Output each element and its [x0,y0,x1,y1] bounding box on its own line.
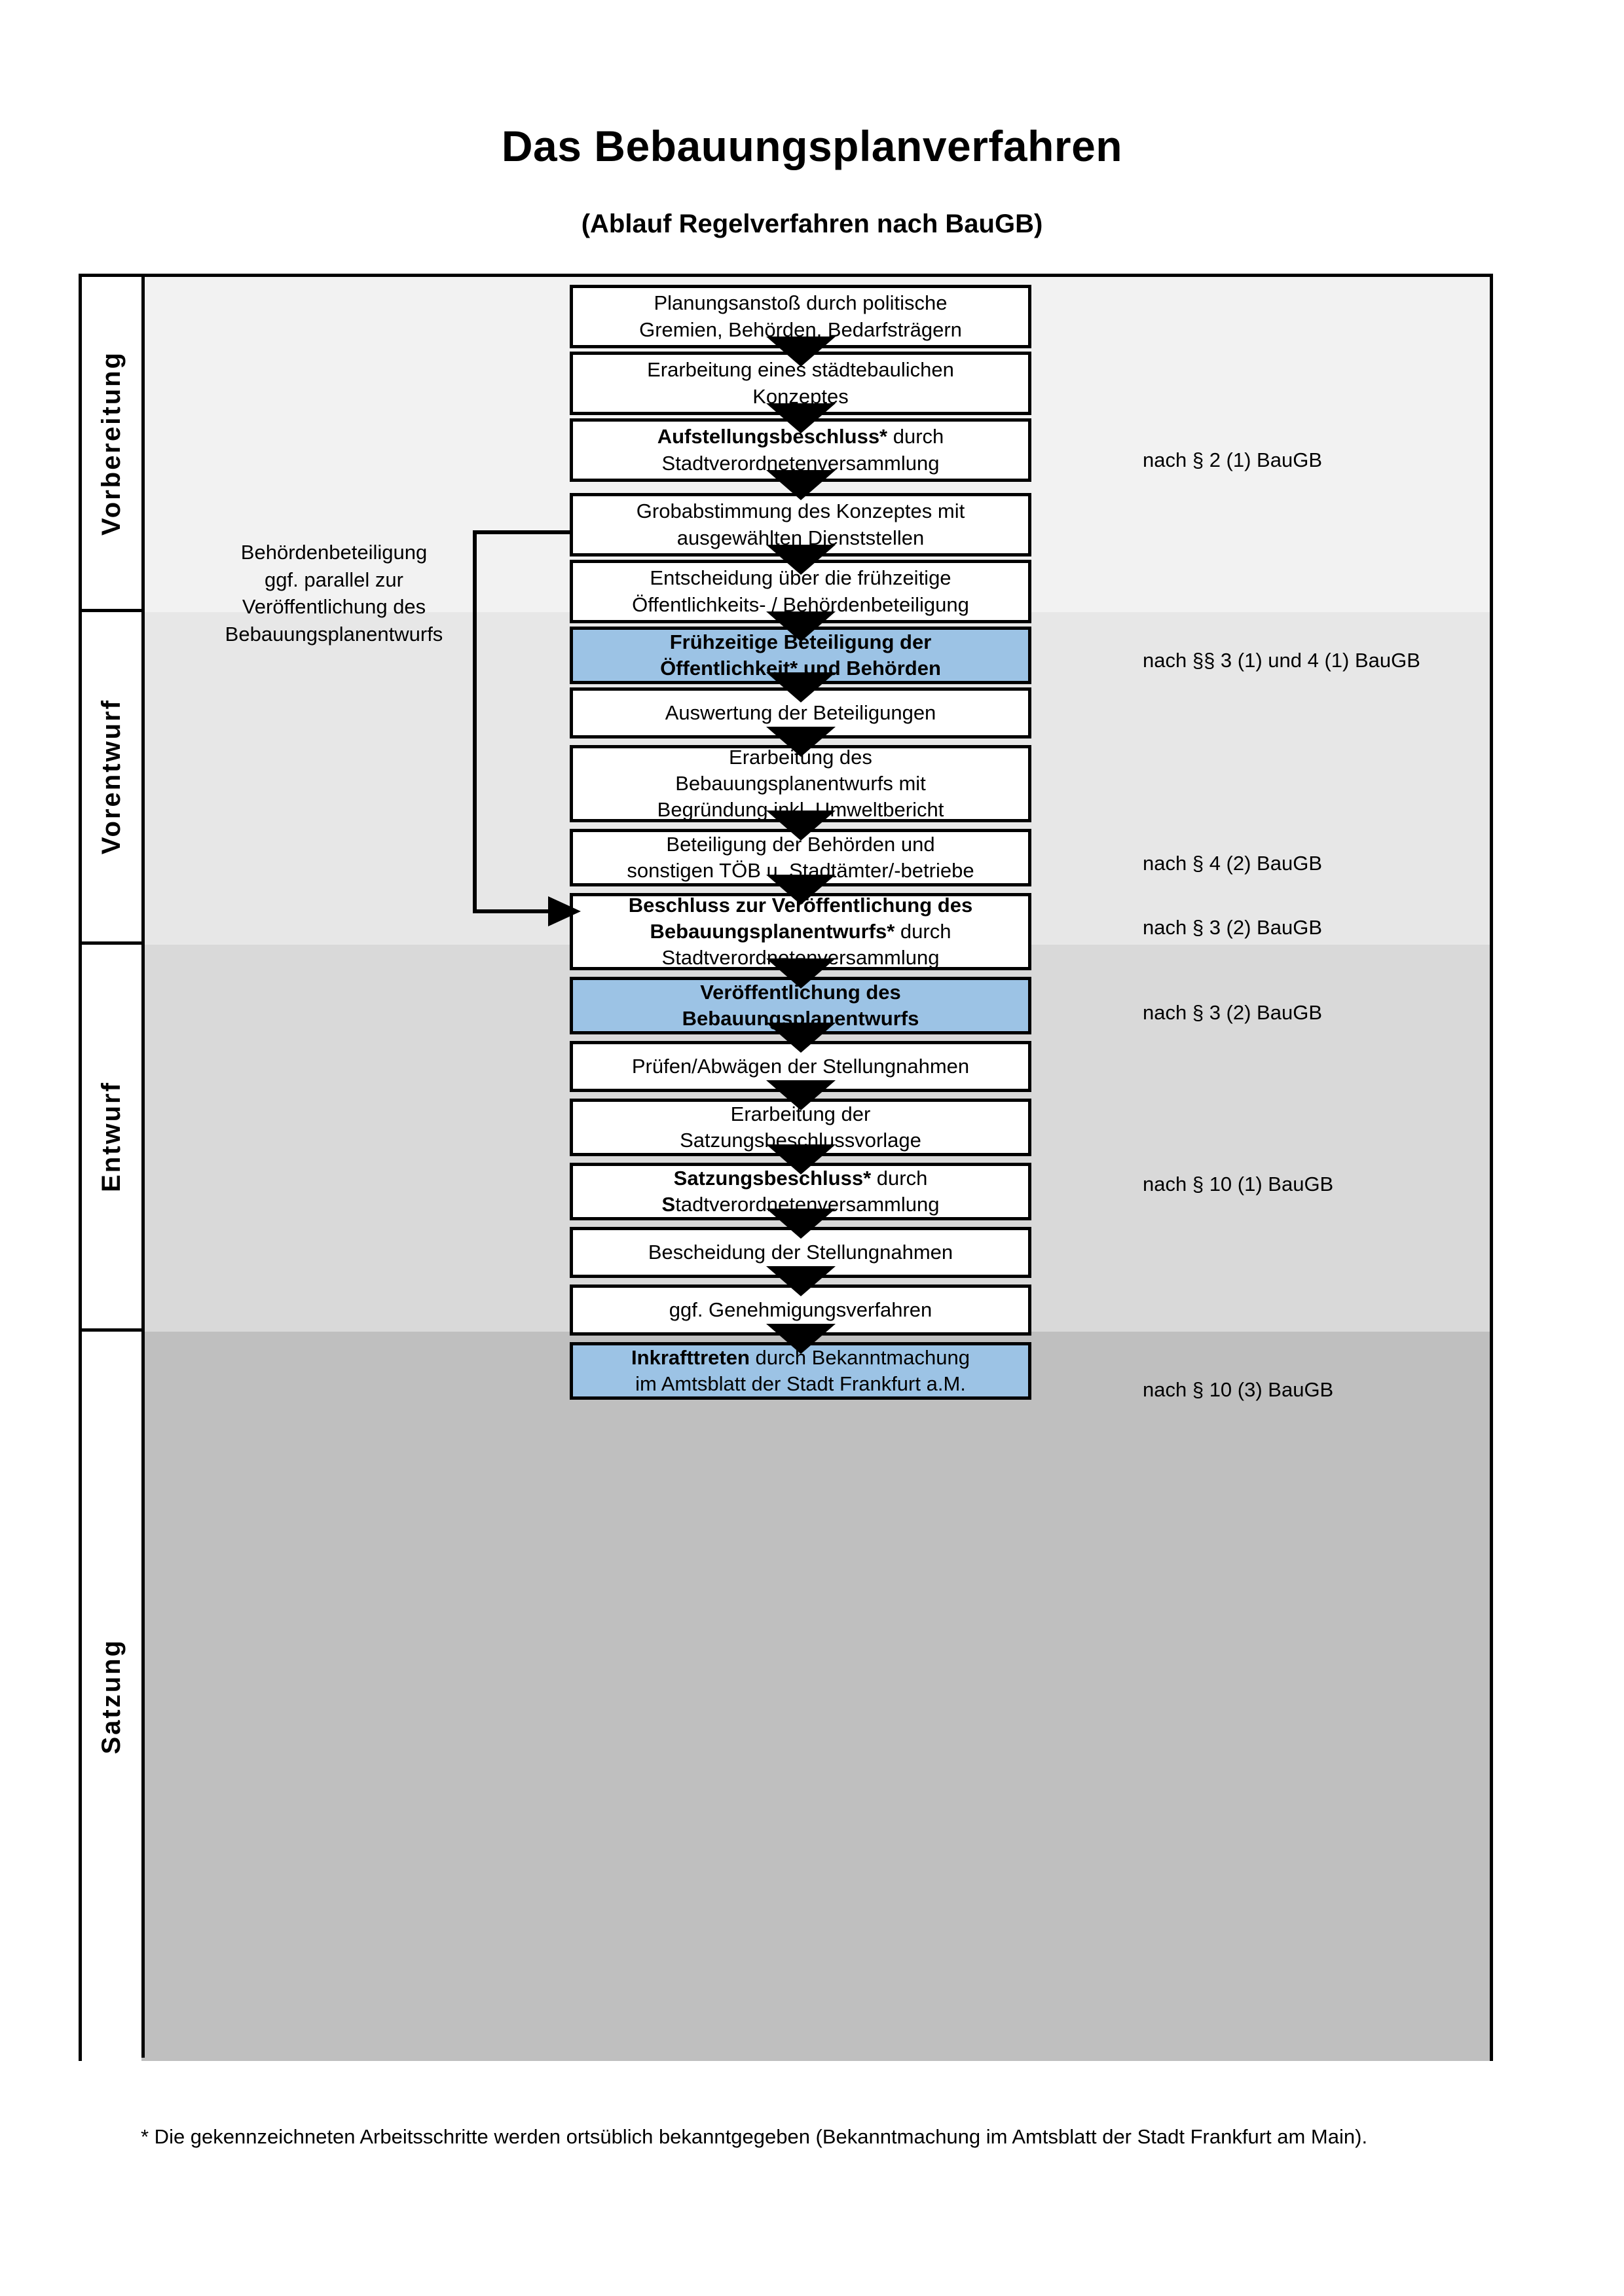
legal-reference-ref-par2-1: nach § 2 (1) BauGB [1143,448,1322,471]
step-line: Grobabstimmung des Konzeptes mit [636,500,965,523]
step-line: Auswertung der Beteiligungen [665,701,936,724]
step-line: Satzungsbeschluss* durch [673,1166,928,1190]
side-annotation-line: Bebauungsplanentwurfs [225,622,443,646]
step-line: Bebauungsplanentwurfs mit [675,771,926,795]
step-box-inkrafttreten[interactable]: Inkrafttreten durch Bekanntmachung im Amt… [570,1342,1031,1400]
phase-label-vorbereitung: Vorbereitung [82,277,141,612]
step-line: Prüfen/Abwägen der Stellungnahmen [631,1054,970,1078]
step-text: Inkrafttreten durch Bekanntmachung im Amt… [625,1345,976,1398]
phase-label-text: Entwurf [97,1081,126,1192]
step-text: Auswertung der Beteiligungen [659,700,943,726]
legal-reference-ref-par10-3: nach § 10 (3) BauGB [1143,1378,1334,1401]
legal-reference-ref-par3-2-b: nach § 3 (2) BauGB [1143,1001,1322,1024]
page-title: Das Bebauungsplanverfahren [501,122,1123,170]
step-text: Prüfen/Abwägen der Stellungnahmen [625,1053,976,1080]
phase-label-text: Vorbereitung [97,350,126,536]
step-line: ggf. Genehmigungsverfahren [669,1298,932,1321]
phase-label-text: Satzung [97,1638,126,1755]
legal-reference-ref-par10-1: nach § 10 (1) BauGB [1143,1173,1334,1195]
step-line: Inkrafttreten durch Bekanntmachung [631,1345,970,1369]
phase-label-text: Vorentwurf [97,699,126,855]
legal-reference-ref-par3-1-4-1: nach §§ 3 (1) und 4 (1) BauGB [1143,649,1420,672]
footnote-asterisk: * Die gekennzeichneten Arbeitsschritte w… [141,2125,1368,2148]
phase-band-satzung [82,1332,1490,2061]
step-line: Aufstellungsbeschluss* durch [657,425,944,448]
step-text: ggf. Genehmigungsverfahren [663,1297,939,1323]
step-line: Bebauungsplanentwurfs* durch [650,919,951,943]
step-line: Planungsanstoß durch politische [654,291,948,315]
step-line: Bescheidung der Stellungnahmen [648,1240,953,1264]
phase-label-entwurf: Entwurf [82,945,141,1332]
side-annotation-line: Veröffentlichung des [242,595,426,619]
step-text: Bescheidung der Stellungnahmen [642,1239,959,1266]
side-annotation-line: ggf. parallel zur [265,568,403,591]
page-subtitle: (Ablauf Regelverfahren nach BauGB) [581,210,1043,238]
step-line: im Amtsblatt der Stadt Frankfurt a.M. [635,1372,966,1395]
phase-label-satzung: Satzung [82,1332,141,2061]
phase-label-vorentwurf: Vorentwurf [82,612,141,945]
side-annotation-line: Behördenbeteiligung [240,541,428,564]
legal-reference-ref-par3-2-a: nach § 3 (2) BauGB [1143,916,1322,939]
legal-reference-ref-par4-2: nach § 4 (2) BauGB [1143,852,1322,875]
